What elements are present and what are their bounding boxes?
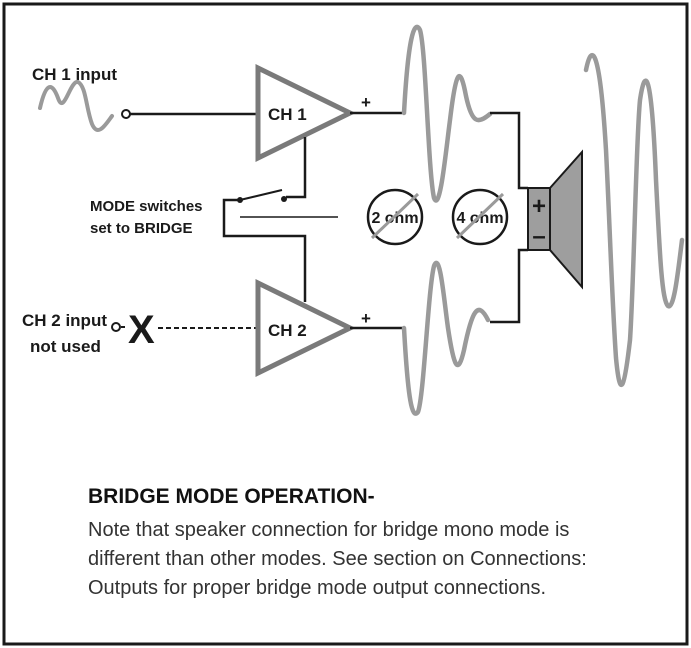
ch2-unused-x-icon: X <box>128 308 155 352</box>
load-2-ohm-label: 2 ohm <box>371 210 418 227</box>
note-line-3: Outputs for proper bridge mode output co… <box>88 577 546 599</box>
ch2-bridge-wire <box>222 198 307 302</box>
ch2-input-label-2: not used <box>30 337 101 356</box>
load-4-ohm-label: 4 ohm <box>456 210 503 227</box>
ch1-input-jack-icon <box>121 109 131 119</box>
speaker-plus-wire <box>490 111 528 190</box>
speaker-icon: + – <box>527 149 583 290</box>
note-line-2: different than other modes. See section … <box>88 548 587 570</box>
note-heading: BRIDGE MODE OPERATION- <box>88 485 375 508</box>
bridged-output-waveform <box>583 52 685 388</box>
ch2-amplifier-icon <box>255 278 356 378</box>
ch2-input-jack-icon <box>111 322 121 332</box>
load-2-ohm-slash-icon <box>370 192 420 240</box>
note-line-1: Note that speaker connection for bridge … <box>88 519 569 541</box>
speaker-cone <box>549 149 583 290</box>
ch1-amplifier-label: CH 1 <box>268 105 307 124</box>
ch1-bridge-wire <box>286 137 307 199</box>
mode-switch-contact-right <box>281 196 287 202</box>
speaker-minus-wire <box>490 248 528 324</box>
ch1-amplifier-icon <box>255 63 356 163</box>
ch1-input-label: CH 1 input <box>32 65 117 84</box>
mode-switch-label-1: MODE switches <box>90 198 203 215</box>
speaker-minus-sign: – <box>532 223 545 250</box>
ch1-input-waveform <box>38 80 114 132</box>
mode-switch-label-2: set to BRIDGE <box>90 220 193 237</box>
load-2-ohm: 2 ohm <box>366 188 424 246</box>
ch2-output-waveform <box>401 260 491 416</box>
ch2-output-plus: + <box>361 309 371 328</box>
speaker-plus-sign: + <box>532 193 546 220</box>
ch2-input-label-1: CH 2 input <box>22 311 107 330</box>
ch1-output-plus: + <box>361 93 371 112</box>
mode-switch-lever-icon <box>239 189 283 201</box>
load-4-ohm: 4 ohm <box>451 188 509 246</box>
load-4-ohm-slash-icon <box>455 192 505 240</box>
ch1-output-waveform <box>401 24 493 203</box>
ch2-amplifier-label: CH 2 <box>268 321 307 340</box>
